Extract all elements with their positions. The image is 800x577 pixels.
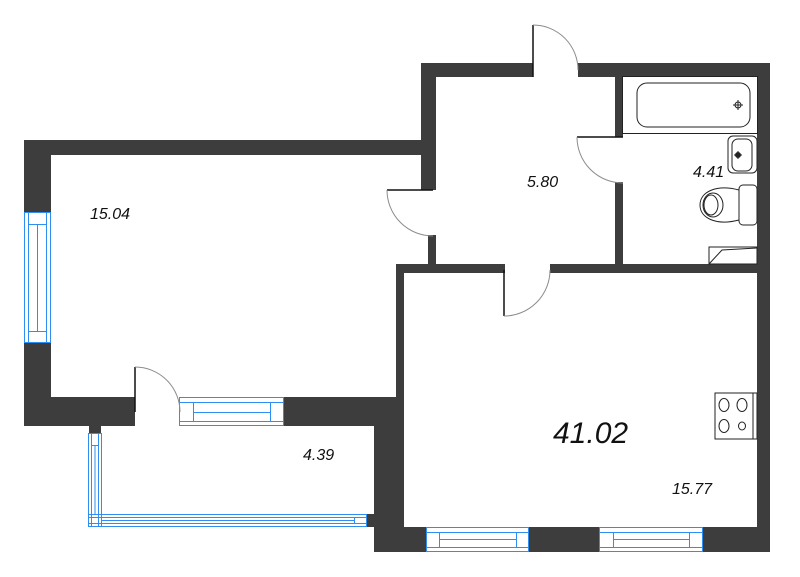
window-living-room-west [25, 212, 51, 343]
door-bathroom [576, 136, 624, 184]
bathtub-icon [622, 76, 758, 134]
wall-hallway-west-upper [421, 63, 436, 190]
door-kitchen [503, 269, 551, 317]
wall-hallway-north-left [421, 63, 533, 77]
wall-east [757, 63, 770, 552]
door-swing-arc [386, 189, 434, 237]
fixtures [622, 76, 758, 440]
doors [134, 24, 624, 413]
area-labels: 15.04 5.80 4.41 15.77 4.39 41.02 [90, 164, 724, 498]
door-swing-arc [134, 366, 181, 413]
wall-bathroom-partition-upper [615, 77, 623, 137]
window-balcony-south [88, 514, 367, 527]
burner-icon [736, 398, 748, 412]
kitchen-area: 15.77 [672, 481, 713, 498]
wall-living-room-south-right [284, 397, 404, 426]
door-swing-arc [503, 269, 551, 317]
wall-living-room-north [24, 140, 436, 155]
washing-machine-icon [708, 246, 758, 265]
windows [25, 212, 704, 552]
wall-stub-balcony [89, 426, 101, 433]
wall-kitchen-south-left [374, 527, 426, 552]
wall-kitchen-north-left [396, 264, 505, 273]
walls [24, 63, 770, 552]
window-living-room-south [179, 398, 284, 426]
wall-living-room-west-upper [24, 140, 51, 212]
wall-kitchen-west [396, 264, 404, 527]
burner-icon [738, 421, 746, 431]
burner-icon [718, 419, 730, 433]
stove-icon [714, 392, 758, 440]
wall-living-room-south-left [24, 397, 135, 426]
wall-stub-balcony-corner [367, 514, 374, 527]
balcony-area: 4.39 [303, 447, 334, 464]
burner-icon [718, 398, 730, 412]
toilet-icon [699, 184, 758, 226]
bathroom-area: 4.41 [693, 164, 724, 181]
wall-kitchen-south-middle [529, 527, 599, 552]
door-entrance [532, 24, 579, 77]
door-living-room [386, 189, 434, 237]
wall-kitchen-south-right [703, 527, 770, 552]
sink-icon [727, 135, 758, 174]
door-balcony [134, 366, 181, 413]
door-swing-arc [576, 136, 624, 184]
window-balcony-west [89, 433, 102, 527]
window-kitchen-south-left [426, 528, 529, 552]
total-area: 41.02 [553, 417, 628, 450]
wall-kitchen-north-right [550, 264, 757, 273]
wall-north-right [578, 63, 770, 77]
wall-bathroom-partition-lower [615, 182, 623, 265]
living-room-area: 15.04 [90, 206, 130, 223]
wall-hallway-west-lower [428, 235, 436, 265]
hallway-area: 5.80 [527, 174, 558, 191]
window-kitchen-south-right [599, 528, 703, 552]
door-swing-arc [532, 24, 579, 71]
